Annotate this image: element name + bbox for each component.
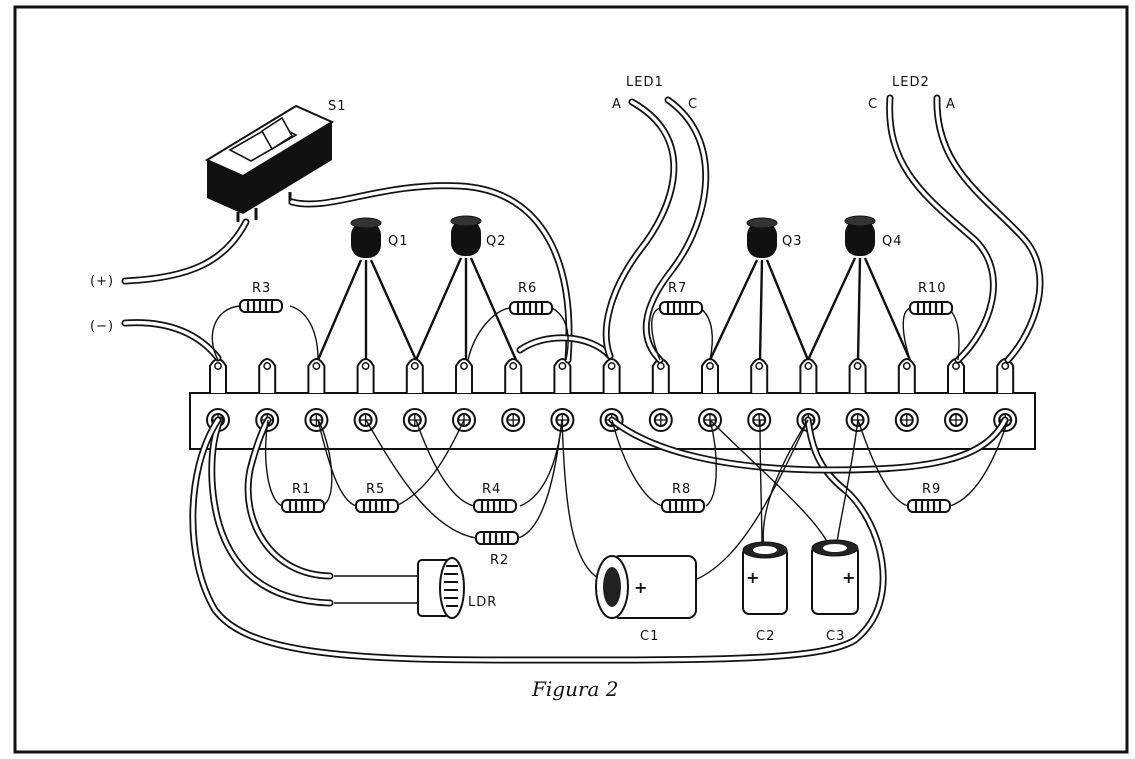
transistor-q2 — [414, 215, 518, 361]
terminal-lug — [947, 358, 965, 393]
terminal-lug — [701, 358, 719, 393]
terminal-eyelet — [353, 408, 378, 432]
c1-plus: + — [634, 578, 647, 597]
terminal-lug — [799, 358, 818, 393]
insulated-wires — [121, 94, 1044, 664]
terminal-eyelet — [402, 408, 427, 432]
resistor-r4 — [473, 499, 517, 513]
component-leads — [211, 305, 1009, 604]
q4-label: Q4 — [882, 234, 903, 249]
terminal-lug — [455, 358, 473, 393]
terminal-lug — [307, 358, 326, 393]
r8-label: R8 — [672, 482, 691, 497]
terminal-lug — [209, 358, 227, 393]
resistor-r3 — [239, 299, 283, 313]
c3-label: C3 — [826, 629, 845, 644]
c1-label: C1 — [640, 629, 659, 644]
terminal-eyelet — [304, 408, 329, 432]
terminal-lugs — [209, 358, 1015, 393]
r10-label: R10 — [918, 281, 947, 296]
resistor-r9 — [907, 499, 951, 513]
terminal-lug — [897, 358, 916, 393]
resistor-r6 — [509, 301, 553, 315]
led1-label: LED1 — [626, 75, 664, 90]
c2-plus: + — [746, 568, 759, 587]
resistor-r1 — [281, 499, 325, 513]
capacitor-c3: + — [811, 539, 859, 615]
terminal-lug — [750, 358, 769, 393]
plus-label: (+) — [90, 274, 114, 289]
terminal-lug — [553, 358, 572, 393]
transistor-q4 — [806, 215, 912, 361]
resistor-r8 — [661, 499, 705, 513]
led1-a-label: A — [612, 97, 622, 112]
resistor-r10 — [909, 301, 953, 315]
terminal-eyelet — [944, 408, 968, 432]
resistors — [239, 299, 953, 545]
led2-label: LED2 — [892, 75, 930, 90]
ldr-label: LDR — [468, 595, 497, 610]
resistor-r5 — [355, 499, 399, 513]
terminal-lug — [356, 358, 375, 393]
led2-c-label: C — [868, 97, 878, 112]
c2-label: C2 — [756, 629, 775, 644]
terminal-eyelet — [894, 408, 919, 432]
transistor-q3 — [708, 217, 810, 361]
terminal-lug — [602, 358, 621, 393]
c3-plus: + — [842, 568, 855, 587]
terminal-lug — [258, 358, 277, 393]
terminal-eyelet — [747, 408, 772, 432]
capacitor-c2: + — [742, 541, 788, 615]
r2-label: R2 — [490, 553, 509, 568]
q1-label: Q1 — [388, 234, 409, 249]
s1-label: S1 — [328, 99, 347, 114]
led2-a-label: A — [946, 97, 956, 112]
minus-label: (−) — [90, 319, 114, 334]
terminal-eyelet — [648, 408, 673, 432]
r6-label: R6 — [518, 281, 537, 296]
resistor-r2 — [475, 531, 519, 545]
transistor-q1 — [316, 217, 418, 361]
r9-label: R9 — [922, 482, 941, 497]
terminal-lug — [848, 358, 867, 393]
terminal-lug — [651, 358, 670, 393]
terminal-lug — [996, 358, 1015, 393]
terminal-lug — [504, 358, 523, 393]
r5-label: R5 — [366, 482, 385, 497]
r4-label: R4 — [482, 482, 501, 497]
capacitor-c1: + — [595, 555, 697, 619]
switch-s1: S1 — [204, 99, 347, 222]
labels: (+) (−) Q1 Q2 Q3 Q4 R3 R6 R7 R10 R1 R5 R… — [90, 75, 956, 701]
terminal-eyelet — [501, 408, 526, 432]
transistors — [316, 215, 912, 361]
q2-label: Q2 — [486, 234, 507, 249]
led1-c-label: C — [688, 97, 698, 112]
resistor-r7 — [659, 301, 703, 315]
r7-label: R7 — [668, 281, 687, 296]
r3-label: R3 — [252, 281, 271, 296]
terminal-lug — [405, 358, 424, 393]
q3-label: Q3 — [782, 234, 803, 249]
figure-caption: Figura 2 — [531, 677, 619, 701]
ldr-sensor — [417, 557, 465, 619]
terminal-eyelets — [206, 408, 1018, 432]
r1-label: R1 — [292, 482, 311, 497]
